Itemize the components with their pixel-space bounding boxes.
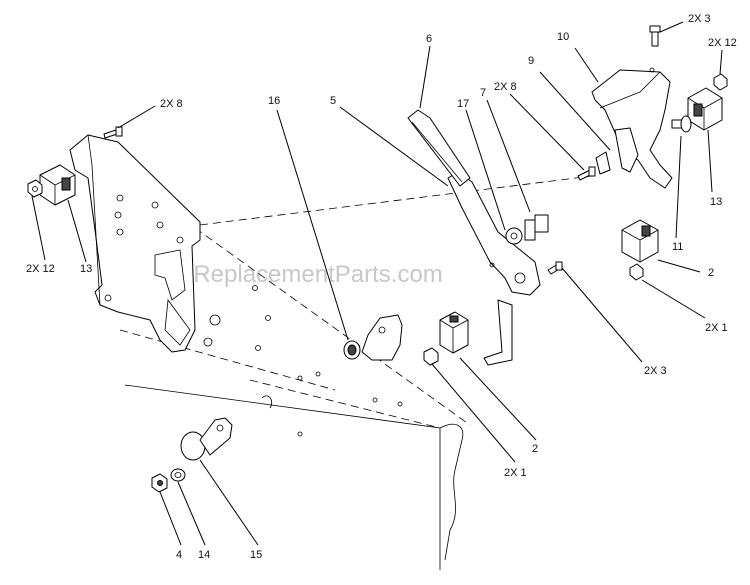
- hex-nut-right: [713, 73, 728, 91]
- shoulder-bolt: [524, 214, 549, 241]
- washer: [505, 227, 523, 245]
- flat-washer: [170, 468, 186, 482]
- callout-qty-2x1-mid: 2X 1: [504, 467, 527, 479]
- callout-qty-2x8-left: 2X 8: [160, 98, 183, 110]
- callout-qty-2x12-right: 2X 12: [708, 37, 737, 49]
- callout-part-10: 10: [557, 31, 569, 43]
- cable-clamp: [180, 417, 233, 461]
- callout-part-16: 16: [268, 95, 280, 107]
- center-bracket: [361, 314, 403, 361]
- callout-qty-2x1-right: 2X 1: [705, 322, 728, 334]
- hex-nut-center: [423, 347, 439, 366]
- watermark-text: eReplacementParts.com: [180, 261, 443, 288]
- lock-nut: [151, 473, 168, 493]
- hex-nut-lower-right: [629, 263, 644, 281]
- callout-qty-2x8-mid: 2X 8: [494, 81, 517, 93]
- limit-switch-lower-right: [621, 219, 659, 263]
- callout-part-15: 15: [250, 549, 262, 561]
- callout-part-14: 14: [198, 549, 210, 561]
- callout-part-11: 11: [672, 241, 683, 253]
- chassis-frame: [117, 174, 601, 570]
- callout-part-2-mid: 2: [532, 443, 538, 455]
- shift-lever: [447, 171, 541, 366]
- leader-lines: [31, 21, 723, 546]
- callout-qty-2x3-top: 2X 3: [688, 13, 711, 25]
- callout-qty-2x3-mid: 2X 3: [644, 365, 667, 377]
- limit-switch-left: [39, 164, 76, 206]
- callout-qty-2x12-left: 2X 12: [26, 263, 55, 275]
- callout-part-9: 9: [528, 55, 534, 67]
- callout-part-6: 6: [426, 33, 432, 45]
- hex-nut-left: [27, 179, 43, 198]
- limit-switch-center: [439, 311, 469, 354]
- callout-labels: 2X 3 2X 12 10 6 9 2X 8 7 5 16 17 2X 8 13…: [26, 13, 737, 561]
- right-bracket: [591, 67, 673, 189]
- limit-switch-right: [687, 87, 723, 131]
- pivot-bolt: [671, 115, 692, 133]
- callout-part-13-left: 13: [80, 263, 92, 275]
- screw-left: [103, 126, 123, 139]
- bushing: [343, 340, 361, 360]
- screw-middle: [547, 261, 563, 275]
- callout-part-7: 7: [480, 87, 486, 99]
- callout-part-5: 5: [330, 95, 336, 107]
- left-mounting-plate: [69, 134, 201, 353]
- lever-grip: [407, 109, 471, 187]
- screw-top: [649, 25, 661, 47]
- callout-part-17: 17: [457, 98, 469, 110]
- screw-right: [577, 166, 596, 181]
- cotter-pin: [595, 151, 611, 175]
- callout-part-13-right: 13: [710, 196, 722, 208]
- callout-part-2-right: 2: [708, 267, 714, 279]
- callout-part-4: 4: [176, 549, 182, 561]
